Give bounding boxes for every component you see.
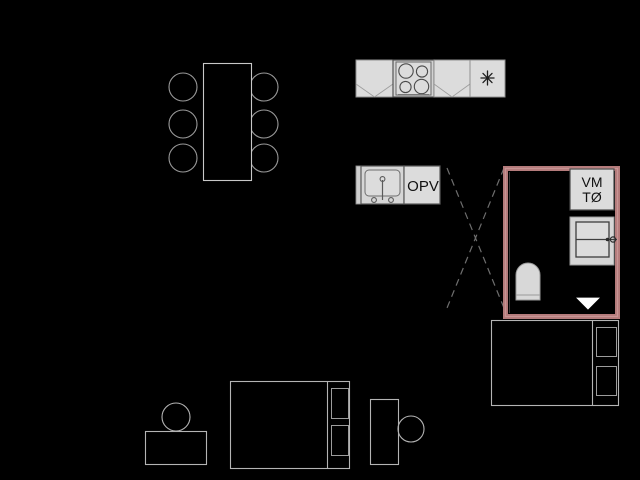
vanity-knob bbox=[605, 237, 610, 242]
burner-front-left bbox=[399, 80, 412, 94]
faucet-head bbox=[379, 176, 386, 182]
snowflake-icon bbox=[480, 70, 495, 86]
toilet bbox=[515, 262, 541, 301]
vanity-handle bbox=[609, 236, 617, 243]
dining-set bbox=[168, 62, 279, 182]
burner-back-left bbox=[398, 63, 414, 79]
dining-chair-right-3 bbox=[249, 143, 279, 173]
dining-chair-left-3 bbox=[168, 143, 198, 173]
bed-center-mattress bbox=[229, 380, 351, 470]
desk-and-stool bbox=[144, 402, 208, 466]
tap-right bbox=[388, 197, 394, 203]
bed-center bbox=[229, 380, 351, 470]
lamp bbox=[397, 415, 425, 443]
dining-table bbox=[202, 62, 253, 182]
bed-right-pillow-1 bbox=[596, 327, 617, 357]
dashed-crossing bbox=[446, 167, 505, 309]
bed-center-pillow-2 bbox=[331, 425, 349, 456]
bed-right-pillow-2 bbox=[596, 366, 617, 396]
nightstand-and-lamp bbox=[369, 398, 425, 466]
bed-center-pillow-1 bbox=[331, 388, 349, 419]
kitchen-counter-run bbox=[355, 59, 506, 98]
bed-right bbox=[490, 319, 620, 407]
counter-cabinet-1 bbox=[355, 59, 394, 98]
counter-freezer-unit bbox=[469, 59, 506, 98]
counter-endcap bbox=[355, 165, 362, 205]
dining-chair-right-1 bbox=[249, 72, 279, 102]
bathroom-room bbox=[503, 166, 620, 319]
washer-dryer-unit bbox=[569, 168, 615, 211]
vanity-cabinet bbox=[569, 216, 617, 266]
counter-cooktop-unit bbox=[392, 59, 435, 98]
burner-front-right bbox=[413, 78, 430, 95]
dining-chair-left-1 bbox=[168, 72, 198, 102]
opv-unit bbox=[403, 165, 441, 205]
stool bbox=[161, 402, 191, 432]
dashed-line-b bbox=[446, 167, 505, 309]
bathroom-wall-inner-line bbox=[504, 167, 619, 318]
floor-drain-marker bbox=[576, 297, 600, 310]
burner-back-right bbox=[415, 65, 429, 78]
desk bbox=[144, 430, 208, 466]
sink-unit bbox=[360, 165, 405, 205]
dining-chair-right-2 bbox=[249, 109, 279, 139]
sink-and-opv-run bbox=[355, 165, 441, 205]
counter-cabinet-2 bbox=[433, 59, 471, 98]
tap-left bbox=[371, 197, 377, 203]
dining-chair-left-2 bbox=[168, 109, 198, 139]
nightstand bbox=[369, 398, 400, 466]
